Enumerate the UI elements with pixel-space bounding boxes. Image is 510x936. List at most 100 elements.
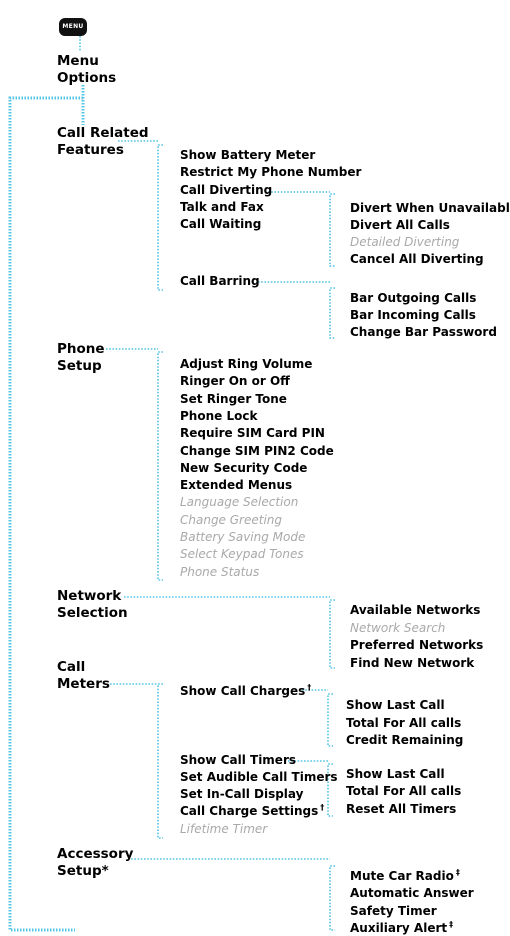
network-selection-item-available-networks-text: Available Networks <box>350 603 481 617</box>
phone-setup-bracket <box>157 351 163 581</box>
show-call-charges-item-credit-remaining-text: Credit Remaining <box>346 733 464 747</box>
call-meters-bracket <box>157 683 163 839</box>
category-phone-setup-line-1: Phone <box>57 341 105 358</box>
show-call-charges-bracket <box>327 693 333 747</box>
call-diverting-bracket <box>329 193 335 267</box>
category-network-selection-line-2-text: Selection <box>57 605 128 621</box>
phone-setup-item-battery-saving-mode-text: Battery Saving Mode <box>180 530 306 544</box>
phone-setup-item-language-selection: Language Selection <box>180 494 298 510</box>
phone-setup-item-change-greeting-text: Change Greeting <box>180 512 283 527</box>
show-call-charges-item-total-for-all-calls: Total For All calls <box>346 715 461 731</box>
phone-setup-item-adjust-ring-volume-text: Adjust Ring Volume <box>180 357 313 371</box>
network-selection-item-preferred-networks-text: Preferred Networks <box>350 638 484 652</box>
show-call-timers-item-reset-all-timers-text: Reset All Timers <box>346 801 457 816</box>
network-selection-item-preferred-networks: Preferred Networks <box>350 637 483 653</box>
call-related-item-call-barring-text: Call Barring <box>180 274 260 288</box>
call-barring-item-bar-outgoing-calls: Bar Outgoing Calls <box>350 290 476 306</box>
accessory-setup-item-auxiliary-alert-text: Auxiliary Alert <box>350 920 448 935</box>
phone-setup-item-select-keypad-tones-text: Select Keypad Tones <box>180 547 304 562</box>
show-call-timers-item-show-last-call-text: Show Last Call <box>346 767 445 781</box>
category-accessory-setup-line-2: Setup* <box>57 863 109 880</box>
call-diverting-item-cancel-all-diverting: Cancel All Diverting <box>350 251 484 267</box>
show-call-timers-item-total-for-all-calls-text: Total For All calls <box>346 784 462 799</box>
phone-setup-item-ringer-on-or-off-text: Ringer On or Off <box>180 374 290 389</box>
menu-key-label: MENU <box>62 23 84 30</box>
network-selection-item-network-search: Network Search <box>350 620 445 636</box>
phone-setup-item-phone-status: Phone Status <box>180 564 259 580</box>
show-call-charges-item-credit-remaining: Credit Remaining <box>346 732 463 748</box>
accessory-setup-item-safety-timer-text: Safety Timer <box>350 903 437 918</box>
network-selection-item-find-new-network: Find New Network <box>350 655 474 671</box>
call-barring-bracket <box>329 287 335 339</box>
outer-loop-connector <box>8 96 83 932</box>
category-call-meters-line-1-text: Call <box>57 659 86 675</box>
category-call-related-features-line-2: Features <box>57 142 124 159</box>
show-call-timers-item-reset-all-timers: Reset All Timers <box>346 801 456 817</box>
call-related-item-call-waiting-text: Call Waiting <box>180 217 262 231</box>
phone-setup-item-phone-status-text: Phone Status <box>180 564 260 579</box>
call-diverting-item-cancel-all-diverting-text: Cancel All Diverting <box>350 252 484 266</box>
call-meters-item-lifetime-timer-text: Lifetime Timer <box>180 822 268 836</box>
call-meters-item-set-in-call-display-text: Set In-Call Display <box>180 787 304 801</box>
call-meters-item-show-call-timers: Show Call Timers <box>180 752 296 768</box>
call-meters-item-lifetime-timer: Lifetime Timer <box>180 821 267 837</box>
category-network-selection-line-1-text: Network <box>57 588 122 604</box>
call-meters-item-call-charge-settings-footnote-mark: † <box>320 803 325 812</box>
category-accessory-setup-line-1: Accessory <box>57 846 133 863</box>
phone-setup-item-select-keypad-tones: Select Keypad Tones <box>180 546 304 562</box>
call-barring-item-bar-incoming-calls: Bar Incoming Calls <box>350 307 476 323</box>
call-meters-item-show-call-charges: Show Call Charges† <box>180 683 311 699</box>
category-call-meters-line-2-text: Meters <box>57 676 110 692</box>
accessory-setup-item-safety-timer: Safety Timer <box>350 903 437 919</box>
phone-setup-item-new-security-code-text: New Security Code <box>180 460 308 475</box>
category-call-related-features-line-1: Call Related <box>57 125 149 142</box>
root-menu-line-1-text: Menu <box>57 53 99 69</box>
phone-setup-item-battery-saving-mode: Battery Saving Mode <box>180 529 305 545</box>
call-barring-item-change-bar-password-text: Change Bar Password <box>350 325 497 339</box>
category-call-related-features-line-2-text: Features <box>57 142 124 158</box>
call-meters-item-call-charge-settings: Call Charge Settings† <box>180 803 324 819</box>
call-barring-item-change-bar-password: Change Bar Password <box>350 324 497 340</box>
show-call-timers-item-show-last-call: Show Last Call <box>346 766 445 782</box>
category-network-selection-line-2: Selection <box>57 605 128 622</box>
root-menu-line-2: Options <box>57 70 116 87</box>
accessory-setup-item-mute-car-radio-text: Mute Car Radio <box>350 869 454 883</box>
root-menu-line-2-text: Options <box>57 70 117 86</box>
phone-setup-item-extended-menus-text: Extended Menus <box>180 478 293 493</box>
call-related-item-restrict-my-phone-number: Restrict My Phone Number <box>180 164 361 180</box>
call-related-item-show-battery-meter-text: Show Battery Meter <box>180 148 316 162</box>
show-call-charges-item-total-for-all-calls-text: Total For All calls <box>346 715 462 730</box>
menu-key-icon: MENU <box>59 18 87 36</box>
network-selection-item-network-search-text: Network Search <box>350 620 446 635</box>
phone-setup-item-phone-lock-text: Phone Lock <box>180 408 258 423</box>
category-network-selection-line-1: Network <box>57 588 121 605</box>
accessory-setup-item-auxiliary-alert-footnote-mark: ‡ <box>449 919 454 929</box>
category-accessory-setup-line-2-text: Setup* <box>57 863 109 879</box>
network-selection-item-available-networks: Available Networks <box>350 602 480 618</box>
root-menu-line-1: Menu <box>57 53 99 70</box>
phone-setup-item-change-sim-pin2-code-text: Change SIM PIN2 Code <box>180 443 334 458</box>
accessory-setup-item-auxiliary-alert: Auxiliary Alert‡ <box>350 920 453 936</box>
phone-setup-item-language-selection-text: Language Selection <box>180 495 299 510</box>
phone-setup-item-set-ringer-tone-text: Set Ringer Tone <box>180 391 287 406</box>
phone-setup-item-change-greeting: Change Greeting <box>180 512 282 528</box>
phone-setup-item-ringer-on-or-off: Ringer On or Off <box>180 373 290 389</box>
call-related-item-call-diverting-text: Call Diverting <box>180 183 273 197</box>
call-meters-item-set-audible-call-timers: Set Audible Call Timers <box>180 769 338 785</box>
category-call-meters-line-1: Call <box>57 659 85 676</box>
phone-setup-item-adjust-ring-volume: Adjust Ring Volume <box>180 356 312 372</box>
call-related-item-talk-and-fax-text: Talk and Fax <box>180 200 264 214</box>
accessory-setup-item-automatic-answer: Automatic Answer <box>350 885 474 901</box>
phone-setup-item-extended-menus: Extended Menus <box>180 477 292 493</box>
call-related-item-call-barring: Call Barring <box>180 273 260 289</box>
category-phone-setup-line-1-text: Phone <box>57 341 105 357</box>
phone-setup-item-new-security-code: New Security Code <box>180 460 307 476</box>
call-related-item-restrict-my-phone-number-text: Restrict My Phone Number <box>180 165 362 179</box>
category-accessory-setup-line-1-text: Accessory <box>57 846 134 862</box>
call-meters-item-show-call-charges-footnote-mark: † <box>307 683 312 692</box>
show-call-timers-item-total-for-all-calls: Total For All calls <box>346 783 461 799</box>
accessory-setup-bracket <box>329 865 335 931</box>
phone-setup-item-require-sim-card-pin-text: Require SIM Card PIN <box>180 426 325 441</box>
